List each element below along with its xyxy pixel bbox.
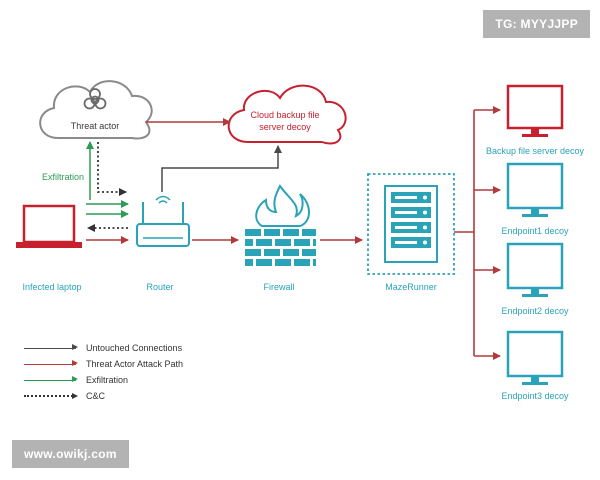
legend-swatch-grey [24,344,78,350]
legend-swatch-red [24,360,78,366]
firewall-icon [245,184,316,266]
firewall-label: Firewall [263,282,295,292]
legend-item-exfiltration: Exfiltration [24,372,183,388]
legend-item-untouched: Untouched Connections [24,340,183,356]
mazerunner-server-icon [367,173,455,275]
edge-router-to-cloud [161,145,282,192]
edge-cnc-down [97,142,127,196]
legend-label: C&C [86,391,106,401]
cloud-decoy-label-2: server decoy [259,122,311,132]
legend-swatch-green [24,376,78,382]
router-label: Router [146,282,174,292]
endpoint2-monitor-icon [506,242,564,297]
threat-actor-cloud [39,80,153,140]
endpoint1-monitor-icon [506,162,564,217]
endpoint1-label: Endpoint1 decoy [501,226,569,236]
endpoint3-monitor-icon [506,330,564,385]
cloud-decoy [227,84,347,145]
backup-decoy-label: Backup file server decoy [485,146,585,156]
legend-label: Exfiltration [86,375,129,385]
legend-item-attack-path: Threat Actor Attack Path [24,356,183,372]
exfiltration-label: Exfiltration [41,172,85,182]
legend: Untouched Connections Threat Actor Attac… [24,340,183,404]
legend-label: Threat Actor Attack Path [86,359,184,369]
laptop-icon [16,204,82,248]
mazerunner-label: MazeRunner [385,282,437,292]
backup-server-monitor-icon [506,84,564,137]
endpoint2-label: Endpoint2 decoy [501,306,569,316]
biohazard-icon [83,88,107,110]
cloud-decoy-label-1: Cloud backup file [250,110,320,120]
connections [86,106,501,360]
watermark-tag: TG: MYYJJPP [483,10,590,38]
endpoint3-label: Endpoint3 decoy [501,391,569,401]
legend-swatch-dotted [24,392,78,399]
watermark-site: www.owikj.com [12,440,129,468]
legend-item-cnc: C&C [24,388,183,404]
legend-label: Untouched Connections [86,343,183,353]
router-icon [136,195,190,247]
infected-laptop-label: Infected laptop [22,282,82,292]
threat-actor-label: Threat actor [70,121,120,131]
